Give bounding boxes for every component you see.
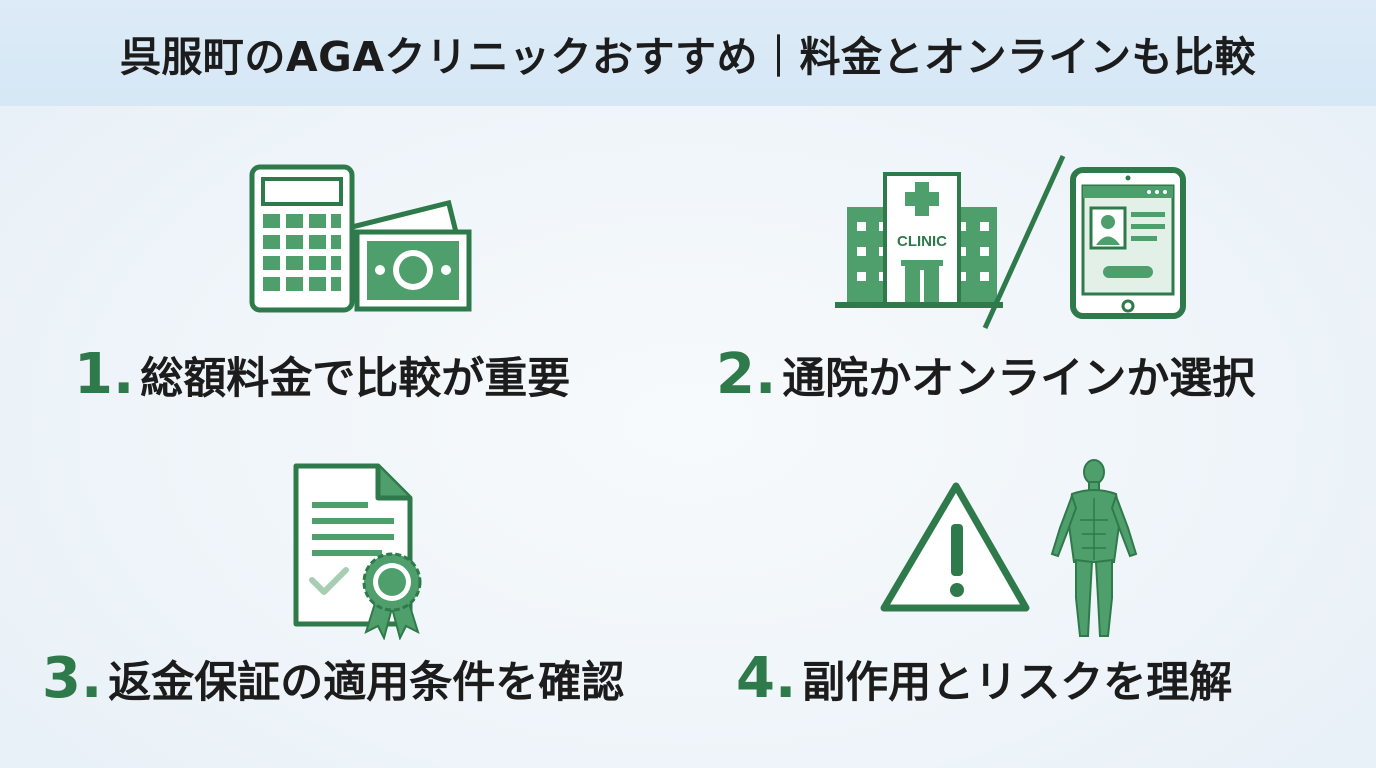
- point-2-text: 通院かオンラインか選択: [782, 354, 1256, 404]
- page-title: 呉服町のAGAクリニックおすすめ｜料金とオンラインも比較: [119, 33, 1257, 81]
- clinic-tablet-icon: CLINIC: [835, 154, 1186, 330]
- point-3-number: 3.: [42, 646, 103, 711]
- point-2-number: 2.: [716, 342, 777, 407]
- point-4-number: 4.: [736, 646, 797, 711]
- warning-body-icon: [880, 459, 1138, 637]
- clinic-sign-label: CLINIC: [897, 233, 947, 250]
- point-1-number: 1.: [74, 342, 135, 407]
- point-4-text: 副作用とリスクを理解: [802, 658, 1233, 708]
- certificate-document-icon: [293, 463, 422, 640]
- point-1-text: 総額料金で比較が重要: [140, 354, 571, 404]
- point-2: 2. 通院かオンラインか選択: [716, 342, 1255, 407]
- point-1: 1. 総額料金で比較が重要: [74, 342, 570, 407]
- point-4: 4. 副作用とリスクを理解: [736, 646, 1232, 711]
- calculator-money-icon: [249, 164, 472, 313]
- header-banner: 呉服町のAGAクリニックおすすめ｜料金とオンラインも比較: [0, 0, 1376, 106]
- point-3-text: 返金保証の適用条件を確認: [108, 658, 625, 708]
- point-3: 3. 返金保証の適用条件を確認: [42, 646, 624, 711]
